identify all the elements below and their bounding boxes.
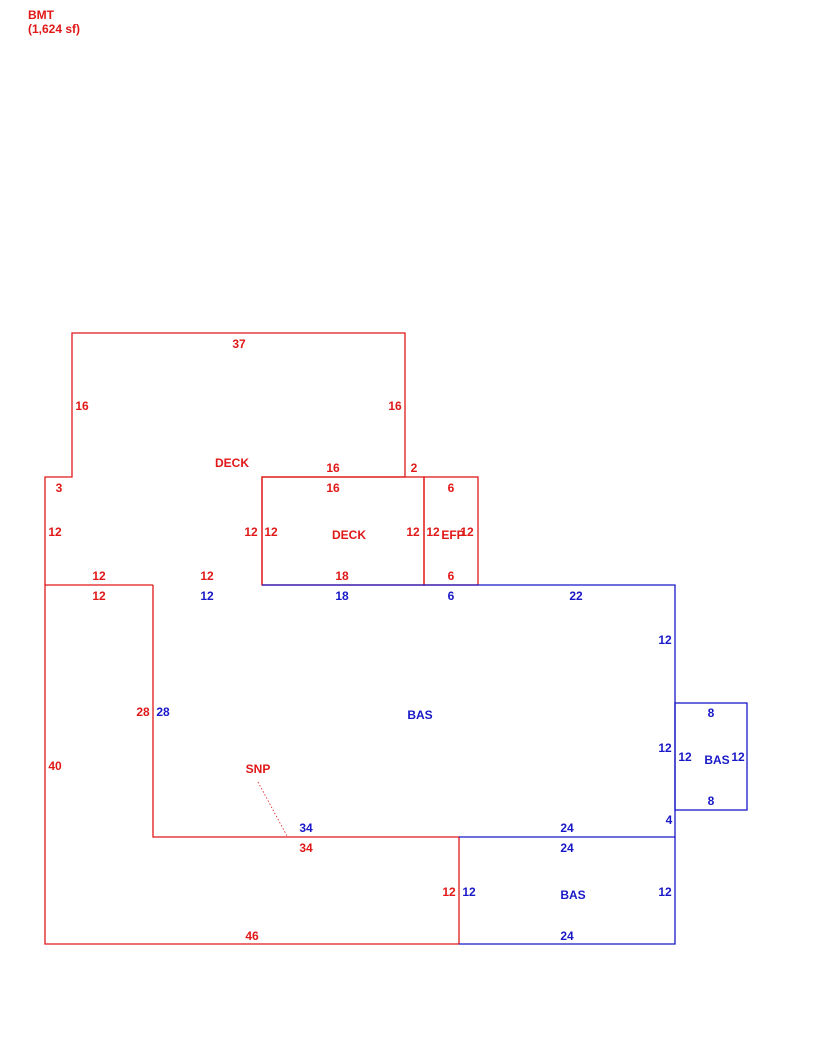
- dim-label: 12: [264, 525, 278, 539]
- dim-label: 46: [245, 929, 259, 943]
- red-dimensions: 37 16 16 16 2 3 12 12 12 16 12 12 12 18 …: [48, 337, 474, 943]
- dim-label: 12: [48, 525, 62, 539]
- dim-label: 40: [48, 759, 62, 773]
- area-label-bas-main: BAS: [407, 708, 432, 722]
- dim-label: 12: [406, 525, 420, 539]
- dim-label: 12: [658, 885, 672, 899]
- dim-label: 24: [560, 929, 574, 943]
- dim-label: 12: [678, 750, 692, 764]
- dim-label: 24: [560, 841, 574, 855]
- dim-label: 34: [299, 821, 313, 835]
- dim-label: 4: [666, 813, 673, 827]
- dim-label: 12: [658, 741, 672, 755]
- dim-label: 16: [388, 399, 402, 413]
- dim-label: 6: [448, 589, 455, 603]
- area-size: (1,624 sf): [28, 22, 81, 36]
- dim-label: 12: [658, 633, 672, 647]
- sketch-header: BMT (1,624 sf): [28, 8, 80, 36]
- dim-label: 28: [136, 705, 150, 719]
- dim-label: 16: [326, 461, 340, 475]
- dim-label: 3: [56, 481, 63, 495]
- dim-label: 8: [708, 706, 715, 720]
- dim-label: 22: [569, 589, 583, 603]
- snp-leader-line: [257, 781, 288, 837]
- red-outlines: [44, 332, 479, 945]
- area-label-snp: SNP: [246, 762, 271, 776]
- bas-bump-outline: [674, 702, 748, 811]
- dim-label: 34: [299, 841, 313, 855]
- dim-label: 18: [335, 589, 349, 603]
- dim-label: 12: [92, 589, 106, 603]
- dim-label: 12: [462, 885, 476, 899]
- dim-label: 12: [92, 569, 106, 583]
- dim-label: 12: [200, 589, 214, 603]
- dim-label: 37: [232, 337, 246, 351]
- dim-label: 12: [460, 525, 474, 539]
- dim-label: 24: [560, 821, 574, 835]
- area-label-deck-lower: DECK: [332, 528, 366, 542]
- area-label-deck-upper: DECK: [215, 456, 249, 470]
- dim-label: 6: [448, 481, 455, 495]
- dim-label: 12: [200, 569, 214, 583]
- dim-label: 18: [335, 569, 349, 583]
- dim-label: 6: [448, 569, 455, 583]
- dim-label: 12: [426, 525, 440, 539]
- dim-label: 16: [326, 481, 340, 495]
- area-label-bas-bump: BAS: [704, 753, 729, 767]
- dim-label: 28: [156, 705, 170, 719]
- dim-label: 12: [442, 885, 456, 899]
- area-label-bas-lower: BAS: [560, 888, 585, 902]
- dim-label: 16: [75, 399, 89, 413]
- area-label-efp: EFP: [441, 528, 464, 542]
- dim-label: 12: [244, 525, 258, 539]
- bas-lower-outline: [459, 837, 676, 945]
- bas-main-outline: [262, 584, 676, 838]
- blue-outlines: [262, 584, 748, 945]
- dim-label: 12: [731, 750, 745, 764]
- dim-label: 2: [411, 461, 418, 475]
- dim-label: 8: [708, 794, 715, 808]
- blue-dimensions: 12 18 6 22 12 28 8 12 12 12 8 4 34 24 24…: [156, 589, 745, 943]
- area-code: BMT: [28, 8, 54, 22]
